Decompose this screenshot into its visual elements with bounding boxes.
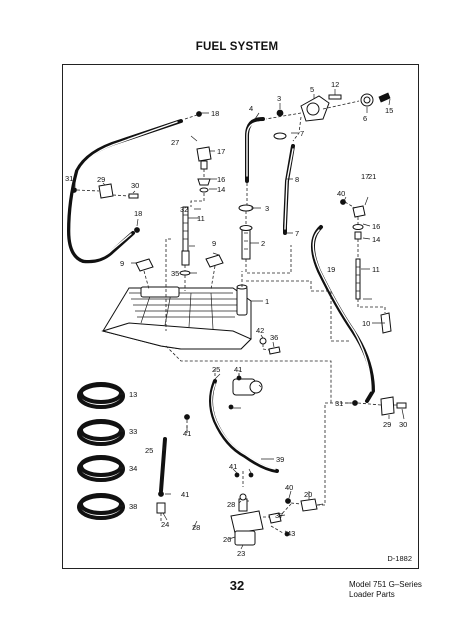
callout-41: 41: [181, 490, 189, 499]
left-fitting-stack: [179, 146, 212, 291]
tank-drain: [259, 337, 281, 355]
callout-18: 18: [134, 209, 142, 218]
diagram-frame: .hose { fill: none; stroke: #111; stroke…: [62, 64, 419, 569]
callout-18: 18: [211, 109, 219, 118]
hold-down-brackets: [135, 254, 224, 290]
vent-hose: [283, 144, 295, 235]
callout-25: 25: [145, 446, 153, 455]
callout-5: 5: [310, 85, 314, 94]
fill-hose: [245, 117, 265, 205]
diagram-code: D-1882: [387, 554, 412, 563]
callout-40: 40: [285, 483, 293, 492]
callout-16: 16: [217, 175, 225, 184]
model-caption: Model 751 G–Series Loader Parts: [349, 580, 422, 600]
callout-3: 3: [265, 204, 269, 213]
callout-37: 37: [275, 511, 283, 520]
callout-7: 7: [300, 129, 304, 138]
callout-14: 14: [217, 185, 225, 194]
page-title: FUEL SYSTEM: [195, 41, 279, 53]
callout-29: 29: [97, 175, 105, 184]
return-hose: [67, 111, 202, 264]
callout-20: 20: [304, 490, 312, 499]
callout-10: 10: [362, 319, 370, 328]
fuel-tank: [101, 271, 252, 350]
callout-labels: 1 2 3 3 4 5 6 7 7 8 9 9 10 11 11 12 13 1…: [65, 80, 407, 558]
callout-31: 31: [335, 399, 343, 408]
model-name: Model 751 G–Series: [349, 580, 422, 589]
callout-38: 38: [129, 502, 137, 511]
callout-41: 41: [229, 462, 237, 471]
callout-2: 2: [261, 239, 265, 248]
callout-16: 16: [372, 222, 380, 231]
callout-1: 1: [265, 297, 269, 306]
callout-40: 40: [337, 189, 345, 198]
callout-15: 15: [385, 106, 393, 115]
callout-34: 34: [129, 464, 137, 473]
callout-26: 26: [223, 535, 231, 544]
callout-28: 28: [227, 500, 235, 509]
callout-17: 17: [361, 172, 369, 181]
callout-25: 25: [212, 365, 220, 374]
callout-6: 6: [363, 114, 367, 123]
callout-30: 30: [399, 420, 407, 429]
callout-12: 12: [331, 80, 339, 89]
page-number: 32: [229, 578, 245, 593]
callout-35: 35: [171, 269, 179, 278]
callout-8: 8: [295, 175, 299, 184]
callout-7: 7: [295, 229, 299, 238]
callout-30: 30: [131, 181, 139, 190]
callout-29: 29: [383, 420, 391, 429]
leader-lines: [74, 89, 405, 550]
callout-33: 33: [129, 427, 137, 436]
supply-hose: [311, 225, 375, 403]
model-subtitle: Loader Parts: [349, 590, 395, 599]
right-lower-fittings: [278, 402, 351, 518]
callout-41: 41: [183, 429, 191, 438]
callout-32: 32: [180, 205, 188, 214]
fuel-filter: [156, 414, 290, 546]
callout-17: 17: [217, 147, 225, 156]
callout-39: 39: [276, 455, 284, 464]
left-clamp: [71, 183, 139, 199]
spare-hose-coils: [77, 382, 125, 520]
callout-11: 11: [197, 214, 205, 223]
right-clamp: [352, 396, 407, 416]
right-fitting-stack: [340, 199, 392, 334]
callout-23: 23: [237, 549, 245, 558]
callout-3: 3: [277, 94, 281, 103]
filler-assembly: [265, 92, 391, 142]
callout-31: 31: [65, 174, 73, 183]
callout-9: 9: [212, 239, 216, 248]
callout-43: 43: [287, 529, 295, 538]
callout-13: 13: [129, 390, 137, 399]
routing-dashes: [165, 238, 351, 403]
callout-28: 28: [192, 523, 200, 532]
callout-4: 4: [249, 104, 253, 113]
callout-11: 11: [372, 265, 380, 274]
callout-42: 42: [256, 326, 264, 335]
callout-24: 24: [161, 520, 169, 529]
callout-14: 14: [372, 235, 380, 244]
callout-41: 41: [234, 365, 242, 374]
callout-9: 9: [120, 259, 124, 268]
fuel-system-diagram: .hose { fill: none; stroke: #111; stroke…: [65, 80, 407, 558]
fuel-pump: [209, 369, 279, 473]
callout-36: 36: [270, 333, 278, 342]
callout-27: 27: [171, 138, 179, 147]
callout-19: 19: [327, 265, 335, 274]
callout-21: 21: [368, 172, 376, 181]
